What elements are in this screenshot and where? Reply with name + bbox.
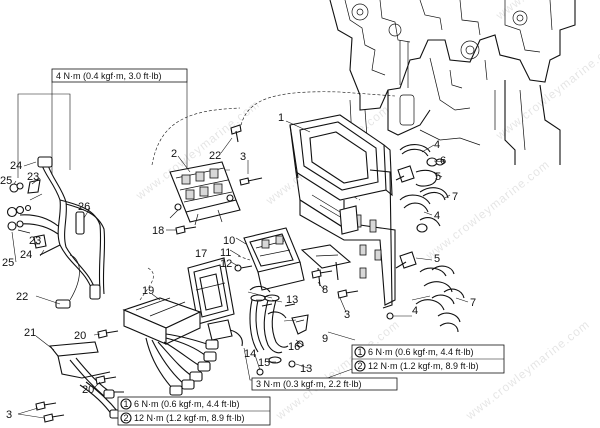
callout-20: 20 bbox=[74, 330, 86, 342]
right-side-parts bbox=[386, 144, 465, 333]
callout-10: 10 bbox=[223, 235, 235, 247]
callout-6: 6 bbox=[440, 155, 446, 167]
part-17-relay-frame bbox=[187, 257, 235, 325]
watermark-text: www.crowleymarine.com bbox=[422, 157, 552, 263]
callout-5: 5 bbox=[434, 253, 440, 265]
callout-3: 3 bbox=[344, 309, 350, 321]
callout-18: 18 bbox=[152, 225, 164, 237]
torque-spec-mid-text: 3 N·m (0.3 kgf·m, 2.2 ft·lb) bbox=[256, 379, 362, 389]
callout-24: 24 bbox=[10, 160, 22, 172]
part-1-ecu-housing bbox=[289, 114, 396, 309]
torque-right-text-1: 6 N·m (0.6 kgf·m, 4.4 ft·lb) bbox=[368, 347, 474, 357]
callout-25: 25 bbox=[2, 257, 14, 269]
callout-25: 25 bbox=[0, 175, 12, 187]
torque-bottom-text-2: 12 N·m (1.2 kgf·m, 8.9 ft·lb) bbox=[134, 413, 245, 423]
callout-19: 19 bbox=[142, 285, 154, 297]
callout-14: 14 bbox=[244, 348, 256, 360]
part-10-junction-box bbox=[243, 227, 305, 291]
hose-and-clip-parts bbox=[249, 285, 309, 364]
callout-7: 7 bbox=[452, 191, 458, 203]
callout-16: 16 bbox=[288, 341, 300, 353]
torque-box-right: 1 6 N·m (0.6 kgf·m, 4.4 ft·lb) 2 12 N·m … bbox=[351, 344, 505, 374]
part-19-cdi-unit bbox=[122, 297, 243, 396]
callout-23: 23 bbox=[29, 235, 41, 247]
bolts-and-screws bbox=[35, 225, 359, 423]
callout-22: 22 bbox=[16, 291, 28, 303]
wiring-harness-left bbox=[6, 156, 106, 309]
callout-11: 11 bbox=[220, 247, 231, 259]
callout-24: 24 bbox=[20, 249, 32, 261]
torque-spec-top-left: 4 N·m (0.4 kgf·m, 3.0 ft·lb) bbox=[56, 71, 162, 81]
callout-4: 4 bbox=[434, 210, 440, 222]
callout-17: 17 bbox=[195, 248, 207, 260]
callout-15: 15 bbox=[258, 357, 270, 369]
callout-4: 4 bbox=[412, 305, 418, 317]
callout-22: 22 bbox=[209, 150, 221, 162]
torque-spec-mid: 3 N·m (0.3 kgf·m, 2.2 ft·lb) bbox=[251, 377, 398, 391]
callout-13: 13 bbox=[300, 363, 312, 375]
part-2-coil-assembly bbox=[169, 161, 241, 226]
callout-9: 9 bbox=[322, 333, 328, 345]
callout-23: 23 bbox=[27, 171, 39, 183]
callout-2: 2 bbox=[171, 148, 177, 160]
callout-21: 21 bbox=[24, 327, 36, 339]
callout-labels: 1 2 22 3 4 6 5 7 4 5 7 4 8 3 9 13 16 15 … bbox=[0, 112, 476, 421]
callout-7: 7 bbox=[470, 297, 476, 309]
callout-5: 5 bbox=[435, 171, 441, 183]
torque-bottom-num-1: 1 bbox=[124, 399, 129, 409]
callout-3: 3 bbox=[6, 409, 12, 421]
part-21-lower-bracket bbox=[48, 341, 129, 419]
callout-8: 8 bbox=[322, 284, 328, 296]
callout-13: 13 bbox=[286, 294, 298, 306]
callout-20: 20 bbox=[82, 384, 94, 396]
watermark-text: www.crowleymarine.com bbox=[492, 0, 600, 23]
torque-right-num-1: 1 bbox=[358, 347, 363, 357]
callout-1: 1 bbox=[278, 112, 284, 124]
bolts-top bbox=[230, 124, 263, 186]
torque-box-bottom: 1 6 N·m (0.6 kgf·m, 4.4 ft·lb) 2 12 N·m … bbox=[117, 396, 271, 426]
torque-right-num-2: 2 bbox=[358, 361, 363, 371]
callout-leaders bbox=[11, 120, 469, 419]
callout-12: 12 bbox=[220, 258, 232, 270]
callout-26: 26 bbox=[78, 201, 90, 213]
torque-bottom-text-1: 6 N·m (0.6 kgf·m, 4.4 ft·lb) bbox=[134, 399, 240, 409]
watermark-text: www.crowleymarine.com bbox=[492, 37, 600, 143]
torque-bottom-num-2: 2 bbox=[124, 413, 129, 423]
callout-3: 3 bbox=[240, 151, 246, 163]
torque-right-text-2: 12 N·m (1.2 kgf·m, 8.9 ft·lb) bbox=[368, 361, 479, 371]
callout-4: 4 bbox=[434, 139, 440, 151]
